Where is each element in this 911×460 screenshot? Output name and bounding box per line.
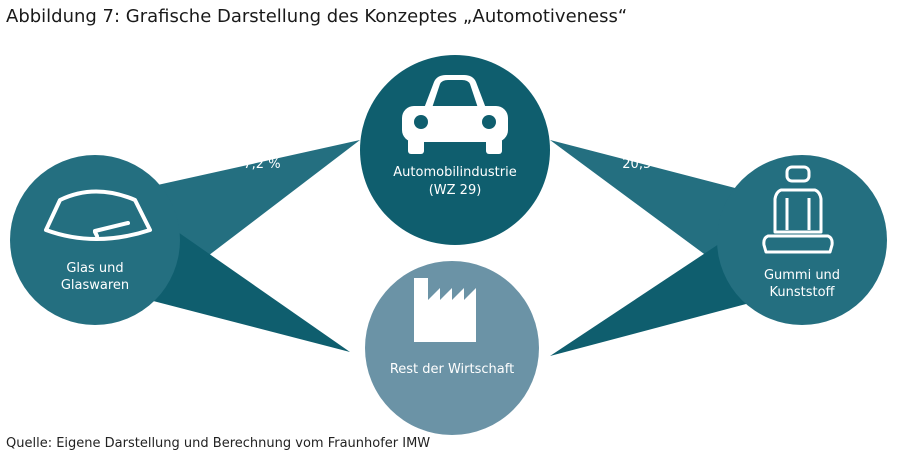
- factory-icon: [414, 278, 476, 342]
- node-label-glas-line2: Glaswaren: [61, 278, 129, 293]
- node-label-gummi-line1: Gummi und: [764, 268, 840, 283]
- node-label-automobil-line1: Automobilindustrie: [393, 165, 516, 180]
- node-automobilindustrie: [360, 55, 550, 245]
- figure-title: Abbildung 7: Grafische Darstellung des K…: [6, 6, 628, 27]
- node-gummi: [717, 155, 887, 325]
- car-seat-icon: [762, 165, 834, 254]
- node-label-glas-line1: Glas und: [66, 261, 123, 276]
- percent-label-glas: 7,2 %: [243, 157, 280, 172]
- node-label-automobil-line2: (WZ 29): [429, 183, 482, 198]
- node-label-gummi-line2: Kunststoff: [769, 285, 835, 300]
- percent-label-gummi: 20,5 %: [622, 157, 667, 172]
- source-note: Quelle: Eigene Darstellung und Berechnun…: [6, 436, 431, 451]
- node-rest: [365, 261, 539, 435]
- node-label-rest: Rest der Wirtschaft: [390, 362, 514, 377]
- car-icon: [402, 75, 508, 154]
- windshield-wiper-icon: [44, 189, 152, 241]
- wedge-glas-to-rest: [130, 230, 350, 352]
